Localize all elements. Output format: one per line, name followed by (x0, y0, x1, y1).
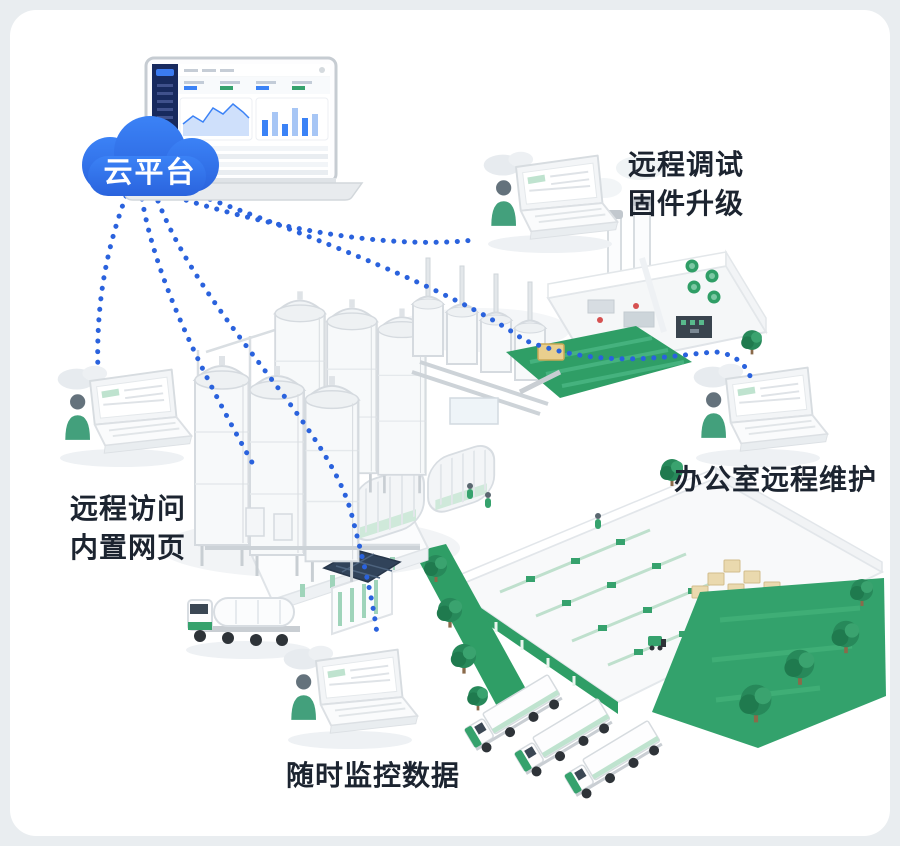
callout-office-maintenance-text: 办公室远程维护 (674, 464, 878, 495)
connection-line (95, 193, 129, 375)
remote-laptop-icon (482, 150, 619, 241)
worker-figure (467, 483, 473, 499)
connection-line (173, 194, 477, 245)
cloud-platform-icon (82, 116, 219, 196)
cloud-connections (95, 189, 755, 637)
process-tanks (411, 257, 549, 425)
lawn-right (652, 459, 886, 748)
remote-laptop-icon (56, 364, 193, 455)
connection-line (187, 189, 755, 385)
callout-monitor-data: 随时监控数据 (286, 757, 460, 796)
ventilation-fans (685, 259, 721, 304)
grass-strip-left (414, 544, 532, 712)
tanker-truck (186, 597, 310, 659)
callout-remote-debug: 远程调试 固件升级 (628, 146, 744, 223)
callout-office-maintenance: 办公室远程维护 (674, 461, 877, 500)
worker-figure (595, 513, 601, 529)
connection-line (155, 198, 380, 637)
connection-line (139, 196, 257, 469)
callout-remote-debug-line2: 固件升级 (628, 187, 745, 219)
silo-tanks (193, 289, 428, 584)
power-building (506, 156, 768, 398)
remote-laptops (56, 150, 829, 749)
forklift (648, 636, 666, 651)
worker-figure (485, 492, 491, 508)
callout-remote-access: 远程访问 内置网页 (70, 490, 186, 567)
cloud-platform-label: 云平台 (103, 157, 197, 189)
callout-remote-access-line2: 内置网页 (70, 531, 187, 563)
factory-illustration (160, 156, 886, 804)
callout-monitor-data-text: 随时监控数据 (286, 760, 461, 791)
callout-remote-debug-line1: 远程调试 (628, 149, 745, 180)
remote-laptop-icon (282, 644, 419, 735)
callout-remote-access-line1: 远程访问 (70, 493, 187, 524)
solar-building (322, 549, 402, 636)
remote-laptop-icon (692, 362, 829, 453)
